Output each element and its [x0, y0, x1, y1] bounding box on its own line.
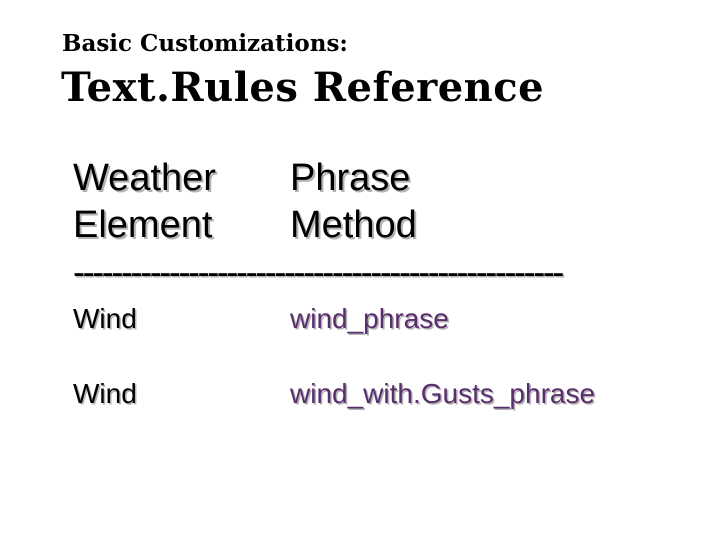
column-header-phrase-method-line2: Method	[290, 204, 417, 246]
column-header-phrase-method-line1: Phrase	[290, 157, 411, 199]
row-phrase-method: wind_phrase	[290, 303, 449, 334]
row-weather-element: Wind	[73, 303, 137, 334]
header-divider: ----------------------------------------…	[73, 252, 564, 292]
row-phrase-method: wind_with.Gusts_phrase	[290, 378, 596, 409]
slide-subtitle: Basic Customizations:	[62, 30, 348, 57]
row-weather-element: Wind	[73, 378, 137, 409]
column-header-weather-element-line2: Element	[73, 204, 213, 246]
column-header-weather-element-line1: Weather	[73, 157, 216, 199]
slide-title: Text.Rules Reference	[61, 64, 545, 111]
